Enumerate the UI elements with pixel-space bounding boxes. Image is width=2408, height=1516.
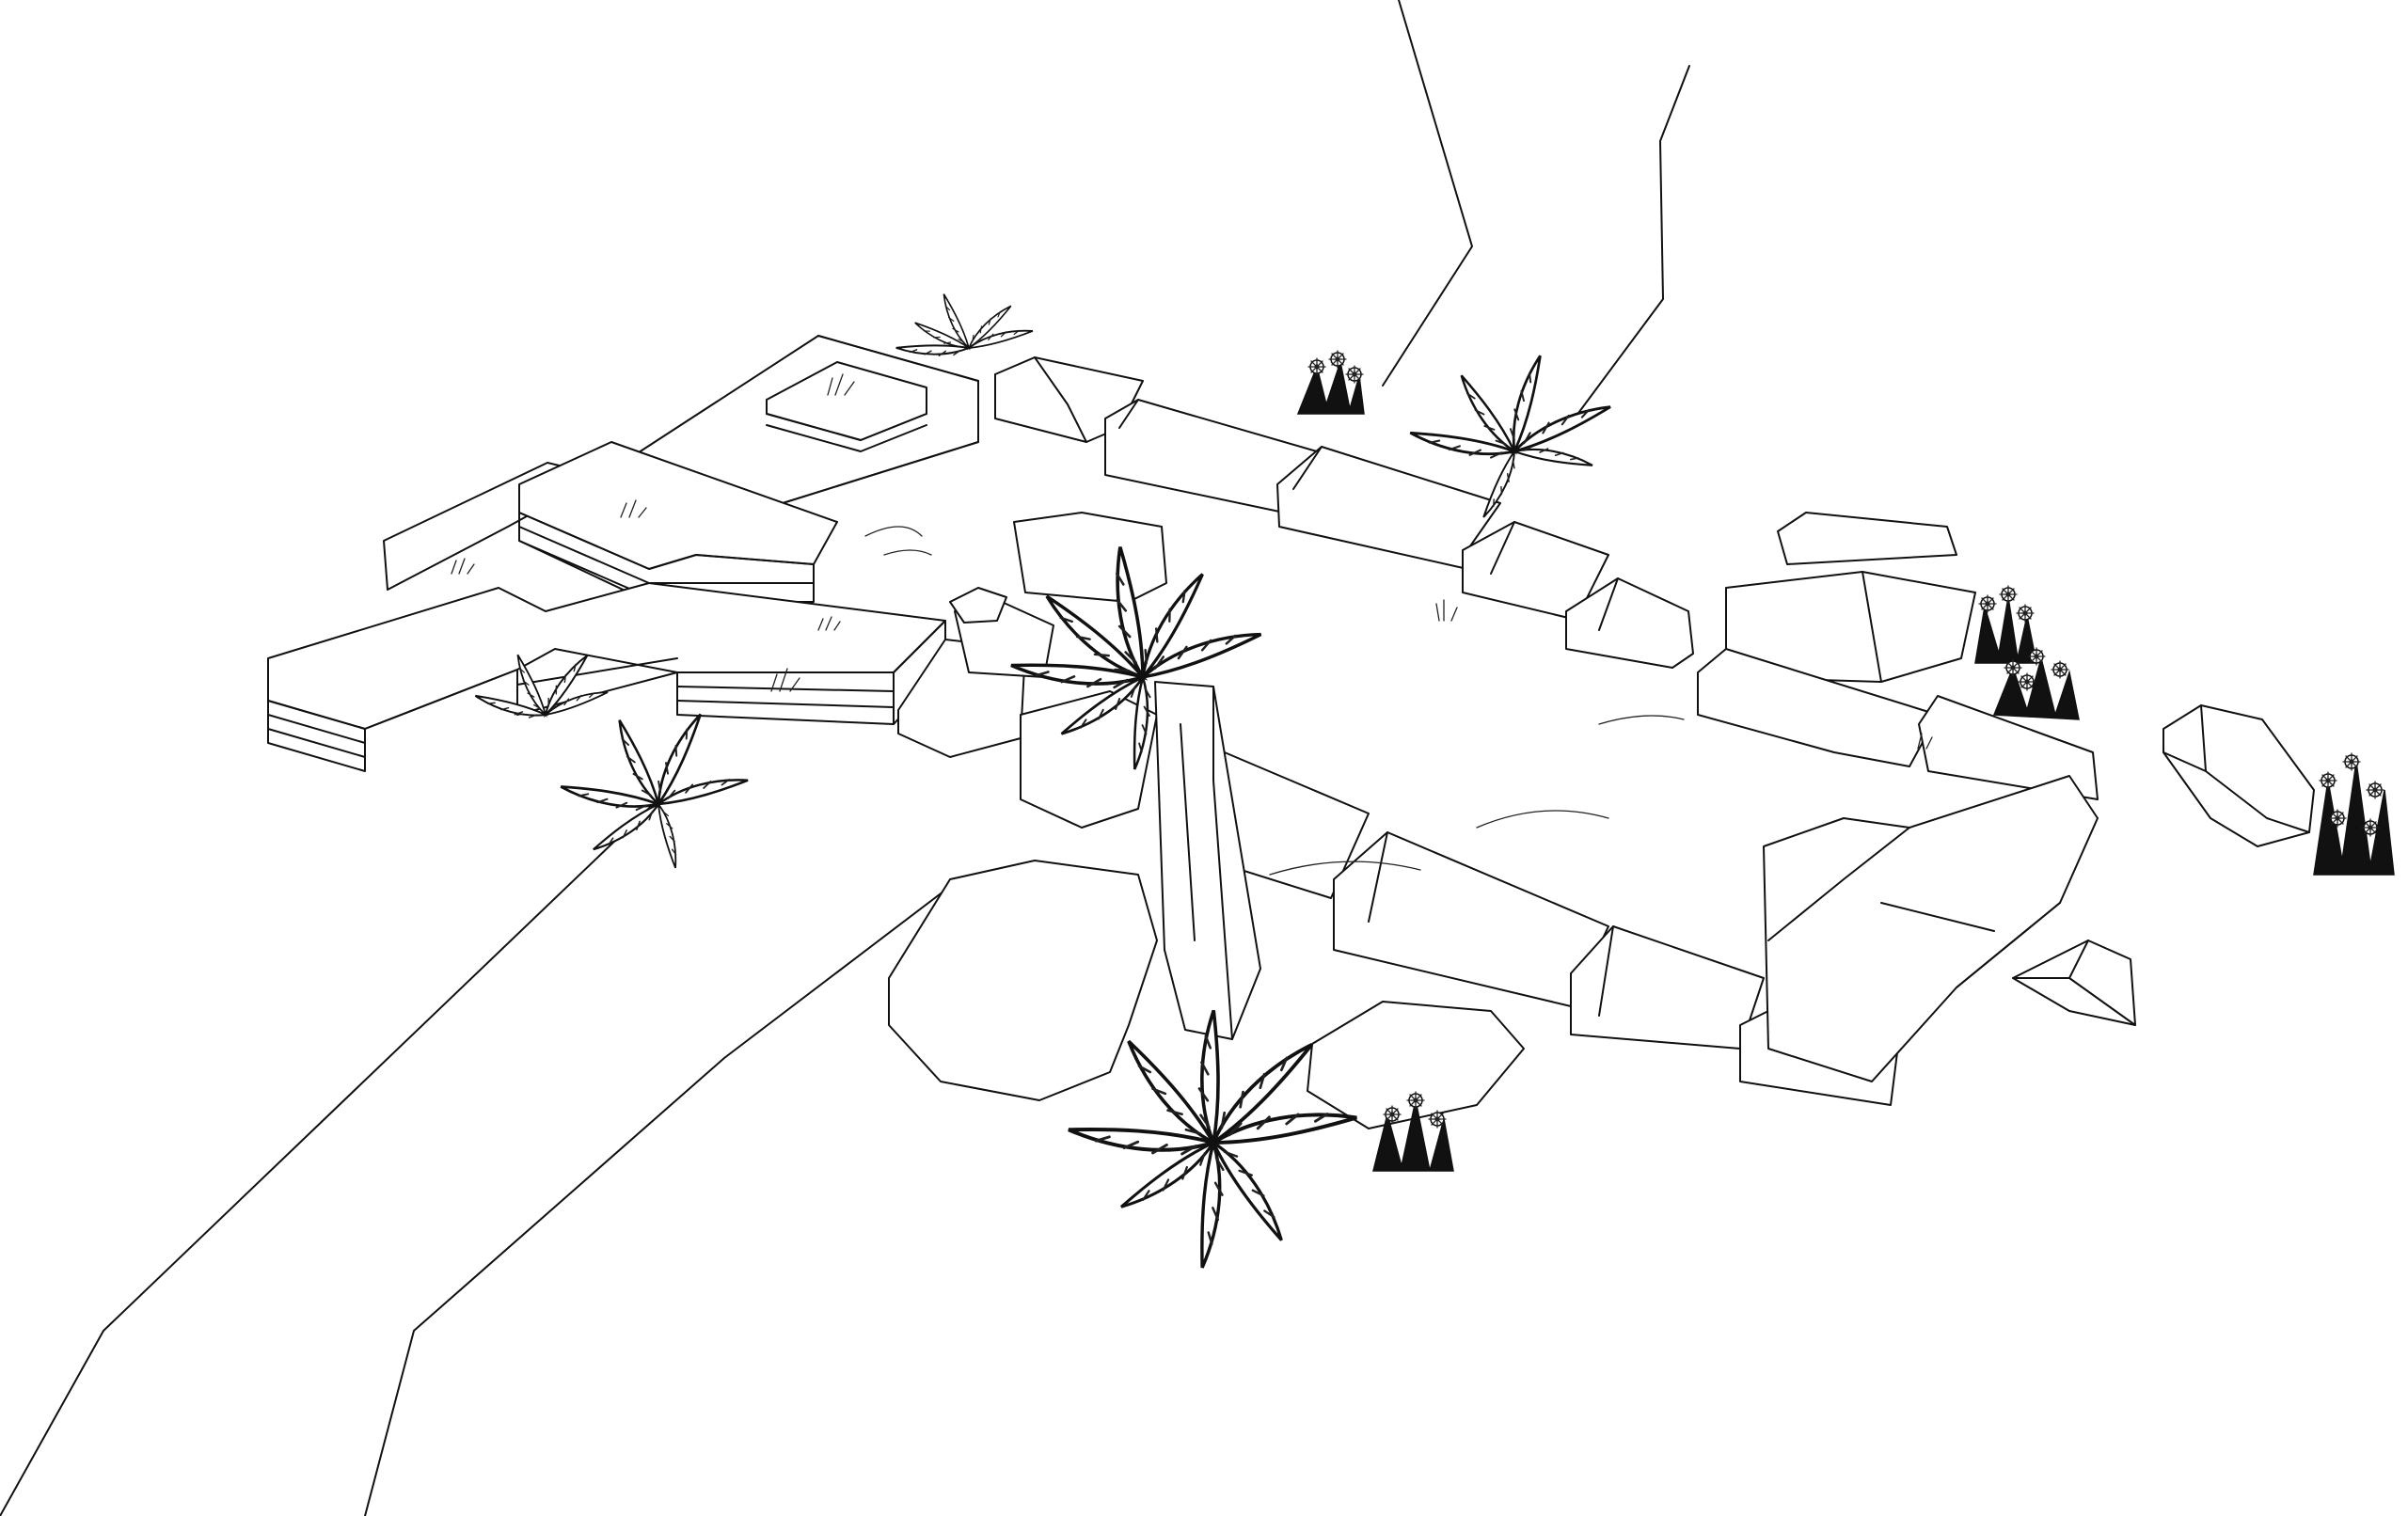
grass-tuft-8 [1435, 599, 1933, 750]
fern-top-left [895, 291, 1035, 359]
grass-tuft-2 [620, 499, 647, 518]
grass-tuft-5 [817, 616, 841, 631]
grass-tuft-3 [451, 558, 475, 575]
grass-tufts [451, 373, 1933, 876]
block-inner-1 [1013, 512, 1167, 603]
block-left-2 [1020, 690, 1158, 829]
path-upper-left-edge [1382, 0, 1473, 387]
grass-tuft-7 [1269, 715, 1685, 876]
stepped-terrace [267, 335, 979, 772]
fern-terrace-base-2 [558, 710, 751, 870]
block-right-3 [1918, 695, 2099, 800]
flat-slabs [888, 860, 1525, 1129]
flat-slab-large [888, 860, 1158, 1101]
loose-rock-pebble [949, 587, 1007, 624]
loose-rocks [949, 587, 2315, 1026]
block-bottom-3 [1570, 925, 1765, 1050]
path-lower-left-edge [0, 794, 664, 1516]
ground-path [0, 0, 1690, 1516]
terrace-tier-middle [518, 441, 838, 603]
flower-clump-bottom [1372, 1091, 1454, 1172]
path-upper-right-edge [1570, 65, 1690, 424]
stone-enclosure [897, 356, 2099, 1106]
flower-clump-right-2 [1992, 647, 2080, 720]
block-right-1 [1777, 512, 1957, 565]
path-lower-right-edge [364, 878, 960, 1516]
standing-stone-pillar [1154, 681, 1261, 1040]
flower-clump-far-right [2313, 752, 2395, 876]
flat-slab-small [1307, 1001, 1525, 1129]
flower-clumps [1296, 350, 2395, 1172]
flower-clump-top [1296, 350, 1365, 415]
grass-tuft-6 [864, 526, 932, 556]
grass-tuft-1 [827, 373, 855, 396]
grass-tuft-4 [770, 668, 800, 692]
block-bottom-2 [1333, 831, 1609, 1007]
flower-clump-right-1 [1974, 585, 2037, 664]
loose-rock-far-right [2162, 704, 2315, 847]
terrace-step-small [766, 361, 927, 452]
block-right-2 [1697, 648, 1939, 767]
terrace-tier-lower [267, 582, 946, 772]
